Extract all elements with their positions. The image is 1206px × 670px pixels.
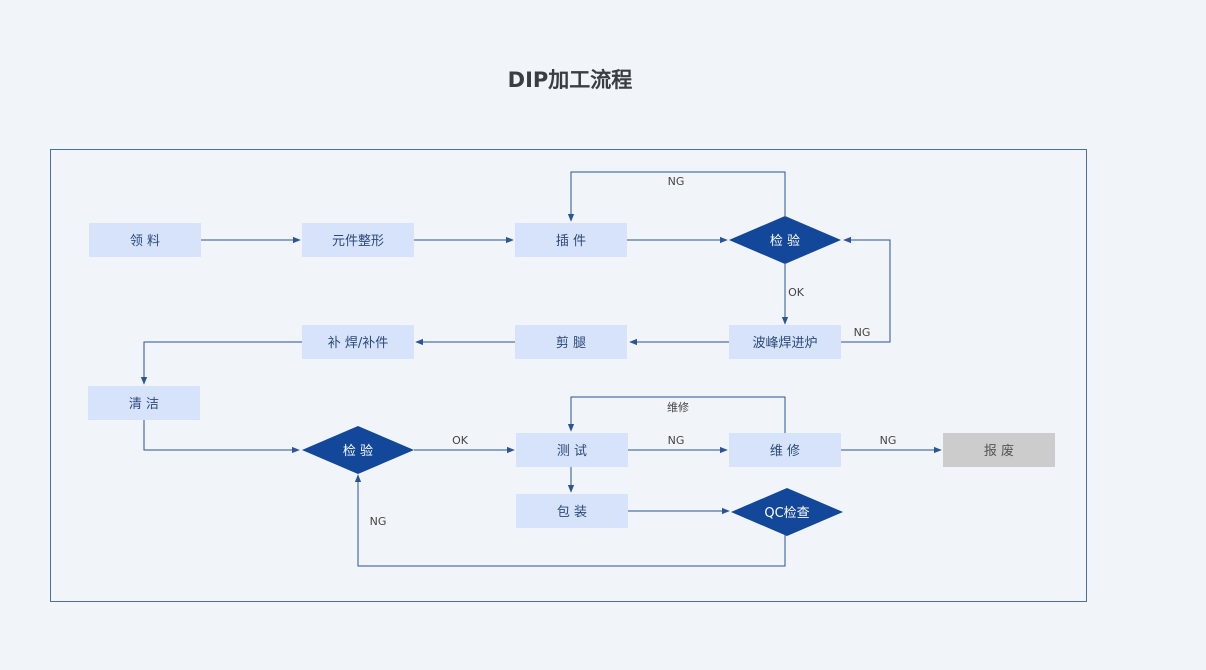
node-qingjie-label: 清 洁 (129, 397, 159, 412)
node-jiantui: 剪 腿 (515, 325, 627, 359)
decision-jianyan2: 检 验 (302, 426, 414, 474)
node-ceshi-label: 测 试 (557, 444, 587, 459)
edge-label-ng-right: NG (854, 326, 871, 339)
node-lingliao: 领 料 (89, 223, 201, 257)
page-title: DIP加工流程 (507, 68, 633, 92)
node-weixiu-label: 维 修 (770, 444, 800, 459)
node-yuanjian-label: 元件整形 (332, 234, 384, 249)
edge-weixiu-loop-ceshi (567, 396, 786, 433)
node-qingjie: 清 洁 (88, 386, 200, 420)
node-jiantui-label: 剪 腿 (556, 335, 586, 351)
node-chajian-label: 插 件 (556, 234, 586, 249)
node-weixiu: 维 修 (729, 433, 841, 467)
node-buhan-label: 补 焊/补件 (328, 335, 389, 351)
edge-label-ok-1: OK (788, 286, 805, 299)
edge-buhan-qingjie (140, 341, 302, 385)
node-baozhuang-label: 包 装 (557, 505, 587, 520)
edge-qingjie-jianyan2 (143, 420, 300, 454)
node-baofei-label: 报 废 (984, 443, 1014, 459)
edge-label-weixiu-loop: 维修 (667, 400, 689, 414)
node-chajian: 插 件 (515, 223, 627, 257)
node-ceshi: 测 试 (516, 433, 628, 467)
node-lingliao-label: 领 料 (130, 234, 160, 249)
decision-jianyan1-label: 检 验 (770, 233, 800, 249)
edge-label-ng-scrap: NG (880, 434, 897, 447)
decision-jianyan1: 检 验 (729, 216, 841, 264)
edge-label-ok-2: OK (452, 434, 469, 447)
diagram-frame (50, 149, 1087, 602)
node-buhan: 补 焊/补件 (302, 325, 414, 359)
node-baofei: 报 废 (943, 433, 1055, 467)
node-baozhuang: 包 装 (516, 494, 628, 528)
edge-label-ng-top: NG (668, 175, 685, 188)
edge-bofeng-ng-jianyan1 (841, 236, 891, 343)
node-bofeng: 波峰焊进炉 (729, 325, 841, 359)
edge-label-ng-test: NG (668, 434, 685, 447)
node-yuanjian: 元件整形 (302, 223, 414, 257)
edge-label-ng-bottom: NG (370, 515, 387, 528)
decision-jianyan2-label: 检 验 (343, 443, 373, 459)
decision-qc-label: QC检查 (764, 506, 809, 521)
edge-jianyan1-ng-chajian (567, 171, 786, 222)
edge-qc-ng-jianyan2 (354, 474, 786, 567)
node-bofeng-label: 波峰焊进炉 (752, 335, 817, 351)
decision-qc: QC检查 (731, 488, 843, 536)
